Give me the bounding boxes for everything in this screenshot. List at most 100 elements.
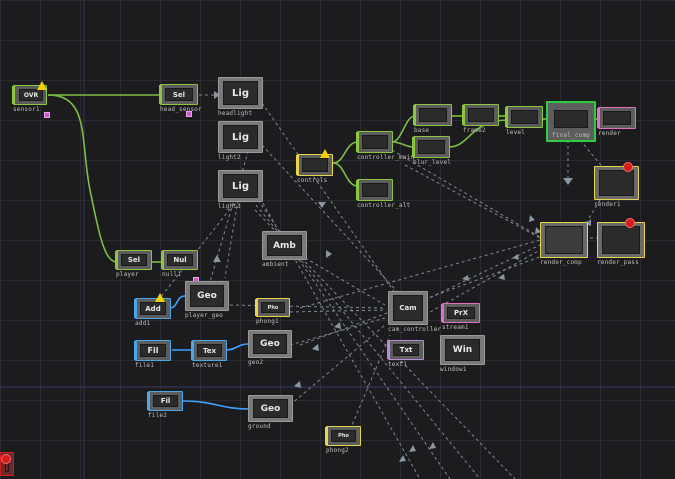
node-pho-2[interactable]: Pho phong2 bbox=[325, 426, 361, 454]
node-tex[interactable]: Tex texture1 bbox=[191, 340, 227, 369]
node-name: file2 bbox=[148, 412, 168, 419]
node-comp-controller-main[interactable]: controller_main bbox=[356, 131, 414, 161]
node-name: null1 bbox=[162, 271, 182, 278]
node-label: Sel bbox=[121, 254, 147, 266]
node-comp-blur-level[interactable]: blur_level bbox=[412, 136, 451, 166]
node-ovr[interactable]: OVR sensor1 bbox=[12, 81, 50, 118]
node-comp-level[interactable]: level bbox=[505, 106, 543, 136]
node-label bbox=[603, 111, 631, 125]
warning-triangle-icon[interactable] bbox=[155, 293, 165, 302]
node-label: Lig bbox=[223, 81, 258, 105]
error-circle-icon[interactable] bbox=[1, 454, 11, 464]
reference-arrow bbox=[214, 91, 220, 99]
reference-arrow bbox=[399, 455, 406, 462]
reference-arrow bbox=[563, 178, 573, 185]
node-geo-player[interactable]: Geo player_geo bbox=[185, 281, 229, 319]
wire[interactable] bbox=[391, 141, 415, 148]
wire[interactable] bbox=[332, 141, 359, 164]
node-label: Fil bbox=[153, 395, 178, 407]
node-label bbox=[602, 226, 640, 254]
node-cam[interactable]: Cam cam_controller bbox=[388, 291, 441, 333]
node-name: controller_alt bbox=[357, 202, 411, 209]
error-circle-icon[interactable] bbox=[623, 162, 633, 172]
warning-triangle-icon[interactable] bbox=[37, 81, 47, 90]
reference-wire bbox=[424, 249, 541, 316]
reference-arrow bbox=[312, 344, 319, 351]
reference-wire bbox=[404, 164, 541, 239]
flag-icon[interactable] bbox=[186, 111, 192, 117]
node-name: level bbox=[506, 129, 526, 136]
reference-wire bbox=[299, 254, 386, 306]
node-sel-player[interactable]: Sel player bbox=[115, 250, 152, 278]
wire[interactable] bbox=[182, 400, 250, 410]
node-name: ambient bbox=[262, 261, 289, 268]
node-prx[interactable]: PrX stream1 bbox=[441, 303, 480, 331]
reference-wire bbox=[255, 204, 481, 479]
node-name: player_geo bbox=[185, 312, 224, 319]
node-top-controls[interactable]: controls bbox=[296, 149, 333, 184]
node-comp-base[interactable]: base bbox=[413, 104, 452, 134]
node-name: cam_controller bbox=[388, 326, 442, 333]
node-label: Win bbox=[445, 339, 480, 361]
node-name: render_comp bbox=[540, 259, 582, 266]
node-comp-frame2[interactable]: frame2 bbox=[462, 104, 499, 134]
node-label: Geo bbox=[253, 399, 288, 418]
node-label: Fil bbox=[140, 344, 166, 357]
wire[interactable] bbox=[47, 94, 117, 263]
node-add[interactable]: Add add1 bbox=[134, 293, 171, 327]
node-lig-2[interactable]: Lig light2 bbox=[218, 121, 263, 161]
node-nul[interactable]: Nul null1 bbox=[161, 250, 199, 283]
wire[interactable] bbox=[332, 162, 359, 187]
node-name: render bbox=[598, 130, 621, 137]
node-render-pink[interactable]: render bbox=[597, 107, 636, 137]
reference-arrow bbox=[318, 202, 326, 208]
reference-arrow bbox=[529, 215, 535, 222]
reference-wire bbox=[424, 244, 541, 301]
warning-triangle-icon[interactable] bbox=[320, 149, 330, 158]
reference-arrow bbox=[213, 255, 221, 262]
node-label: Geo bbox=[190, 285, 224, 307]
node-name: blur_level bbox=[413, 159, 452, 166]
node-fil-2[interactable]: Fil file2 bbox=[147, 391, 183, 419]
node-label: Pho bbox=[261, 302, 285, 313]
node-label: Amb bbox=[267, 235, 302, 256]
node-label: Cam bbox=[393, 295, 423, 321]
reference-wire bbox=[159, 189, 246, 299]
node-name: player bbox=[116, 271, 139, 278]
reference-arrow bbox=[535, 227, 541, 234]
node-sel-head[interactable]: Sel head_sensor bbox=[159, 84, 202, 117]
node-lig-headlight[interactable]: Lig headlight bbox=[218, 77, 263, 117]
node-label: Txt bbox=[393, 344, 419, 356]
node-name: window1 bbox=[440, 366, 467, 373]
wire[interactable] bbox=[391, 115, 416, 143]
node-txt[interactable]: Txt text1 bbox=[387, 340, 424, 368]
wire[interactable] bbox=[225, 343, 249, 351]
node-pho-1[interactable]: Pho phong1 bbox=[255, 298, 290, 325]
reference-wire bbox=[349, 334, 391, 431]
node-label: Lig bbox=[223, 174, 258, 198]
node-render-comp[interactable]: render_comp bbox=[540, 222, 588, 266]
wire[interactable] bbox=[169, 295, 186, 309]
node-label bbox=[468, 108, 494, 122]
node-label bbox=[362, 183, 388, 197]
reference-arrow bbox=[334, 322, 341, 329]
error-circle-icon[interactable] bbox=[625, 218, 635, 228]
node-final-comp-selected[interactable]: final_comp bbox=[546, 101, 596, 142]
node-amb[interactable]: Amb ambient bbox=[262, 231, 307, 268]
flag-icon[interactable] bbox=[44, 112, 50, 118]
node-lig-3[interactable]: Lig light3 bbox=[218, 170, 263, 210]
node-error-corner[interactable] bbox=[0, 452, 14, 476]
node-win[interactable]: Win window1 bbox=[440, 335, 485, 373]
node-comp-controller-alt[interactable]: controller_alt bbox=[356, 179, 410, 209]
reference-wire bbox=[584, 199, 601, 226]
node-label bbox=[545, 226, 583, 254]
node-geo-ground[interactable]: Geo ground bbox=[248, 395, 293, 430]
node-name: light3 bbox=[218, 203, 241, 210]
node-label: Pho bbox=[331, 430, 356, 442]
node-render-1[interactable]: render1 bbox=[594, 162, 639, 208]
node-fil-1[interactable]: Fil file1 bbox=[134, 340, 171, 369]
node-label: PrX bbox=[447, 307, 475, 319]
node-geo-2[interactable]: Geo geo2 bbox=[248, 330, 292, 366]
node-render-pass[interactable]: render_pass bbox=[597, 218, 645, 266]
